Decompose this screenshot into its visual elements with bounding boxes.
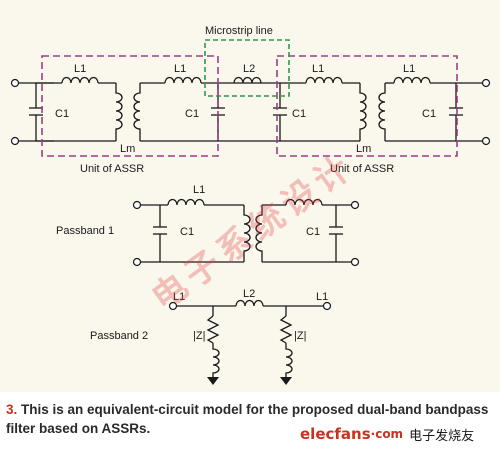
pb1-c1-left-label: C1 (180, 226, 194, 238)
c1-label: C1 (422, 108, 436, 120)
passband2-label: Passband 2 (90, 330, 148, 342)
pb2-l1-left-label: L1 (173, 291, 185, 303)
l1-label: L1 (174, 63, 186, 75)
figure-panel (0, 0, 500, 392)
brand-name: elecfans (300, 425, 371, 443)
caption-number: 3. (6, 402, 18, 417)
brand-logo: elecfans ·com 电子发烧友 (300, 424, 474, 444)
c1-label: C1 (185, 108, 199, 120)
brand-domain: ·com (370, 427, 404, 441)
pb2-z-right-label: |Z| (294, 330, 306, 342)
c1-label: C1 (55, 108, 69, 120)
brand-cn: 电子发烧友 (409, 428, 475, 444)
c1-label: C1 (292, 108, 306, 120)
pb1-c1-right-label: C1 (306, 226, 320, 238)
unit-assr-right-label: Unit of ASSR (330, 163, 394, 175)
unit-assr-left-label: Unit of ASSR (80, 163, 144, 175)
lm-label: Lm (356, 143, 371, 155)
pb2-z-left-label: |Z| (193, 330, 205, 342)
caption-text: This is an equivalent-circuit model for … (6, 402, 489, 436)
assr-box-left (41, 55, 219, 157)
passband1-label: Passband 1 (56, 225, 114, 237)
pb2-l1-right-label: L1 (316, 291, 328, 303)
pb1-l1-label: L1 (193, 184, 205, 196)
lm-label: Lm (120, 143, 135, 155)
microstrip-label: Microstrip line (205, 25, 273, 37)
assr-box-right (276, 55, 458, 157)
l1-label: L1 (74, 63, 86, 75)
figure-caption: 3. This is an equivalent-circuit model f… (6, 400, 494, 438)
l1-label: L1 (403, 63, 415, 75)
pb2-l2-label: L2 (243, 288, 255, 300)
l2-label: L2 (243, 63, 255, 75)
circuit-diagram: Microstrip line L1 L1 L2 L1 L1 C1 C1 C1 … (10, 25, 491, 385)
microstrip-box (204, 39, 290, 97)
l1-label: L1 (312, 63, 324, 75)
